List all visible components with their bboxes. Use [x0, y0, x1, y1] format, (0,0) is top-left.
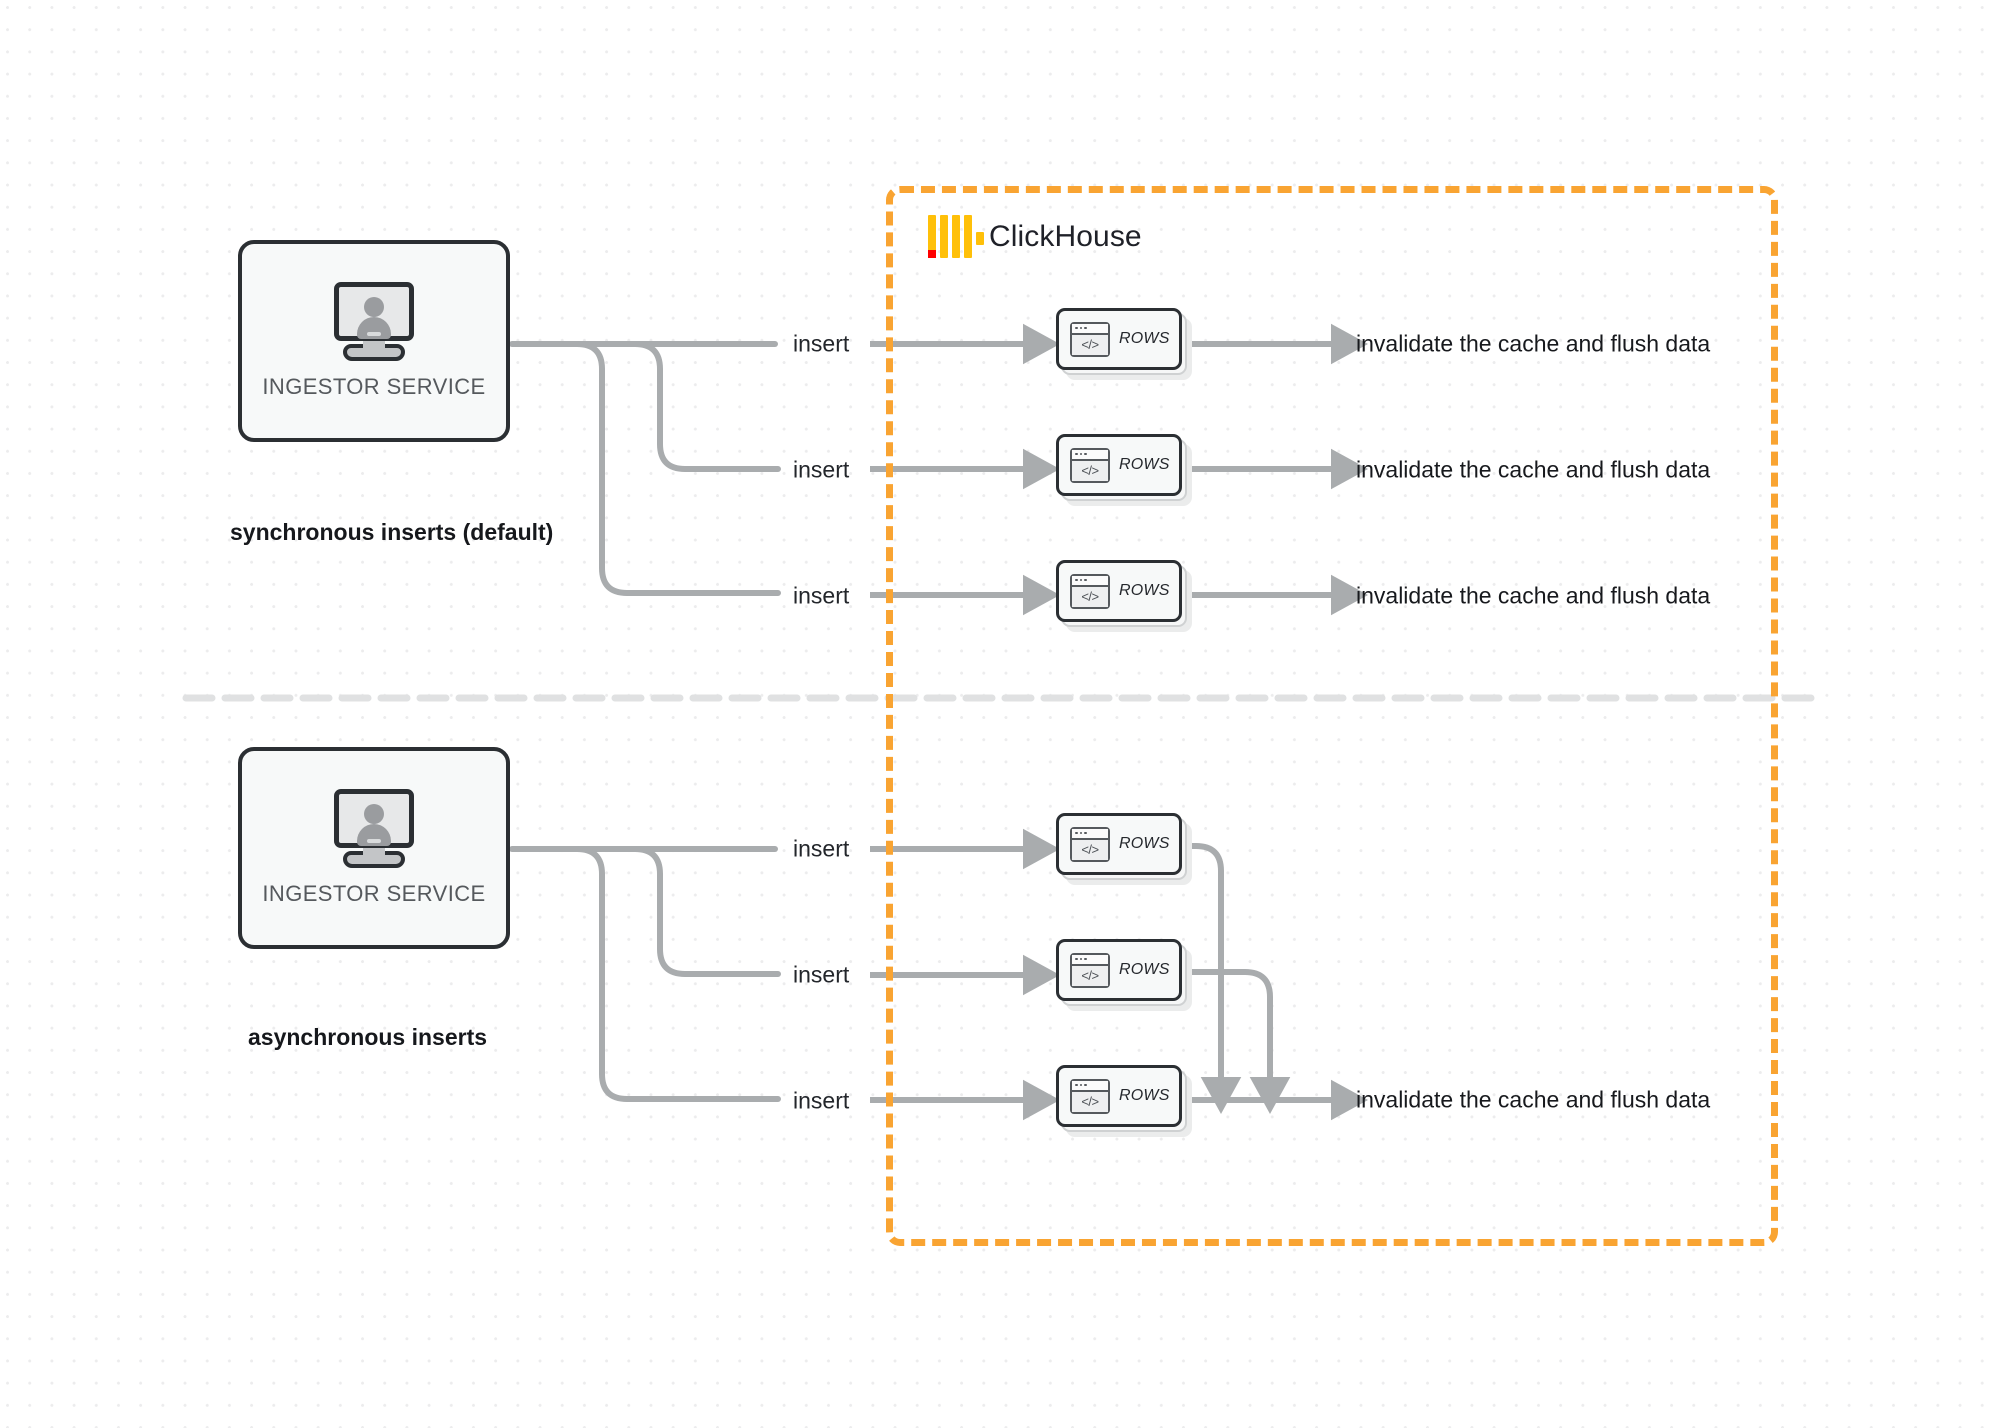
clickhouse-brand: ClickHouse — [928, 215, 1142, 258]
rows-node-async-2[interactable]: </> ROWS — [1056, 939, 1192, 1011]
rows-node-label: ROWS — [1119, 961, 1170, 978]
insert-label-sync-3: insert — [793, 582, 850, 609]
code-window-icon: </> — [1070, 321, 1110, 357]
insert-label-async-3: insert — [793, 1087, 850, 1114]
rows-node-label: ROWS — [1119, 835, 1170, 852]
code-glyph: </> — [1072, 839, 1108, 860]
sync-branch-2 — [581, 341, 781, 472]
clickhouse-boundary — [886, 186, 1778, 1246]
code-window-icon: </> — [1070, 952, 1110, 988]
insert-label-async-2: insert — [793, 961, 850, 988]
sync-branch-3 — [562, 341, 781, 596]
rows-node-async-1[interactable]: </> ROWS — [1056, 813, 1192, 885]
code-window-icon: </> — [1070, 826, 1110, 862]
code-window-icon: </> — [1070, 447, 1110, 483]
rows-node-label: ROWS — [1119, 1087, 1170, 1104]
insert-label-sync-1: insert — [793, 330, 850, 357]
outcome-label-async-merged: invalidate the cache and flush data — [1356, 1086, 1711, 1113]
rows-node-sync-1[interactable]: </> ROWS — [1056, 308, 1192, 380]
outcome-label-sync-2: invalidate the cache and flush data — [1356, 456, 1711, 483]
code-glyph: </> — [1072, 334, 1108, 355]
code-glyph: </> — [1072, 586, 1108, 607]
rows-node-sync-2[interactable]: </> ROWS — [1056, 434, 1192, 506]
code-window-icon: </> — [1070, 573, 1110, 609]
rows-node-async-3[interactable]: </> ROWS — [1056, 1065, 1192, 1137]
clickhouse-logo-icon — [928, 215, 984, 258]
caption-asynchronous-inserts: asynchronous inserts — [248, 1024, 488, 1050]
ingestor-service-label-async: INGESTOR SERVICE — [262, 881, 486, 906]
async-branch-2 — [581, 846, 781, 977]
rows-node-sync-3[interactable]: </> ROWS — [1056, 560, 1192, 632]
ingestor-service-async[interactable]: INGESTOR SERVICE — [238, 747, 510, 949]
rows-node-label: ROWS — [1119, 330, 1170, 347]
ingestor-service-label-sync: INGESTOR SERVICE — [262, 374, 486, 399]
monitor-user-icon — [331, 789, 417, 868]
async-branch-3 — [562, 846, 781, 1102]
clickhouse-label: ClickHouse — [989, 219, 1142, 253]
code-window-icon: </> — [1070, 1078, 1110, 1114]
code-glyph: </> — [1072, 1091, 1108, 1112]
outcome-label-sync-3: invalidate the cache and flush data — [1356, 582, 1711, 609]
rows-node-label: ROWS — [1119, 582, 1170, 599]
monitor-user-icon — [331, 282, 417, 361]
code-glyph: </> — [1072, 965, 1108, 986]
code-glyph: </> — [1072, 460, 1108, 481]
outcome-label-sync-1: invalidate the cache and flush data — [1356, 330, 1711, 357]
insert-label-async-1: insert — [793, 835, 850, 862]
rows-node-label: ROWS — [1119, 456, 1170, 473]
insert-label-sync-2: insert — [793, 456, 850, 483]
ingestor-service-sync[interactable]: INGESTOR SERVICE — [238, 240, 510, 442]
caption-synchronous-inserts: synchronous inserts (default) — [230, 519, 554, 545]
